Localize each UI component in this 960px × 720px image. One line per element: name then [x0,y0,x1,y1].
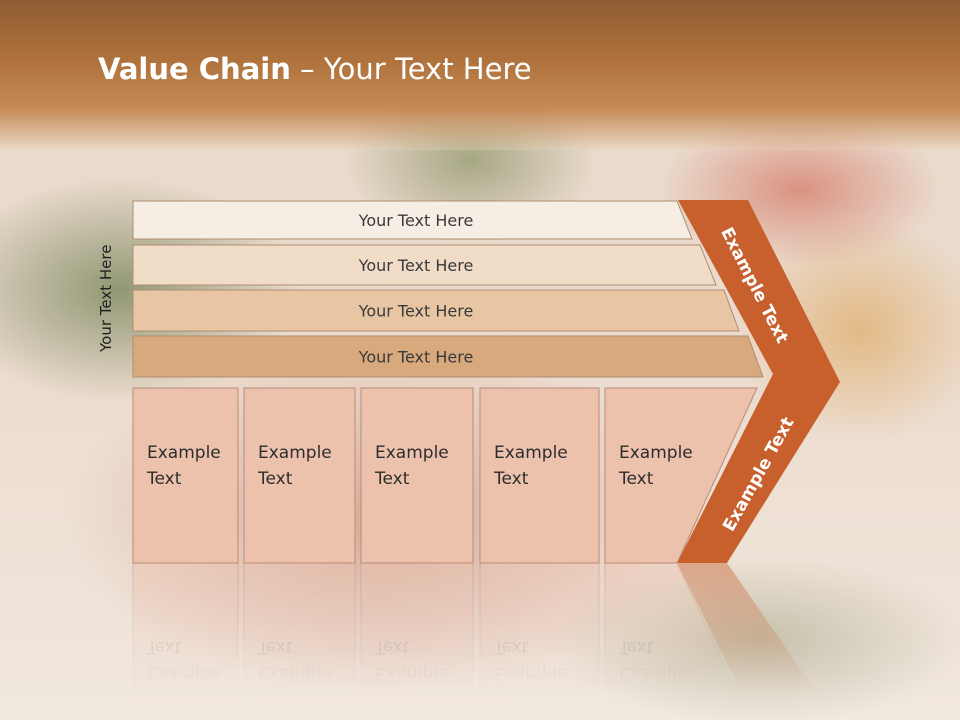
activity-cell-line2: Text [374,469,410,489]
value-bar-shape [132,244,717,286]
activity-cell-shape [604,387,758,564]
activity-cell-shape [243,387,356,564]
activity-cell-line1: Example [619,443,693,463]
value-bar-label: Your Text Here [358,211,474,230]
activity-cell-line1: Example [494,443,568,463]
activity-cell-line2: Text [618,469,654,489]
activity-cell-reflection [360,562,474,720]
activity-cell-reflection-line2: Text [618,637,654,657]
value-bar-label: Your Text Here [358,256,474,275]
activity-cell-line1: Example [258,443,332,463]
activity-cell-reflection-line2: Text [257,637,293,657]
activity-cell-reflection-line1: Example [258,663,332,683]
activity-cell-reflection-line1: Example [619,663,693,683]
activity-cell-reflection-line2: Text [493,637,529,657]
activity-cell-reflection-line1: Example [147,663,221,683]
value-bar-shape [132,289,740,332]
title-bold: Value Chain [98,52,291,86]
activity-cell-reflection [132,562,239,720]
slide-title: Value Chain – Your Text Here [98,52,532,96]
activity-cell-line1: Example [147,443,221,463]
value-bar: Your Text Here [132,289,740,332]
activity-cell-reflection-line1: Example [375,663,449,683]
value-bar-label: Your Text Here [358,302,474,321]
title-rest: – Your Text Here [290,52,532,86]
value-bar-shape [132,335,764,378]
activity-cell-shape [132,387,239,564]
value-bar-label: Your Text Here [358,348,474,367]
activity-cell-shape [360,387,474,564]
value-bar: Your Text Here [132,244,717,286]
activity-cell-reflection-line2: Text [374,637,410,657]
chevron-arrow [677,200,840,563]
activity-cell-reflection [243,562,356,720]
activity-cell-line2: Text [146,469,182,489]
value-bar: Your Text Here [132,200,693,240]
activity-cell-line2: Text [257,469,293,489]
value-bar: Your Text Here [132,335,764,378]
activity-cell-line2: Text [493,469,529,489]
activity-cell-reflection-line1: Example [494,663,568,683]
activity-cell-reflection-line2: Text [146,637,182,657]
activity-cell-reflection [479,562,600,720]
activity-cell-shape [479,387,600,564]
value-bar-shape [132,200,693,240]
activity-cell-line1: Example [375,443,449,463]
header-band [0,0,960,150]
